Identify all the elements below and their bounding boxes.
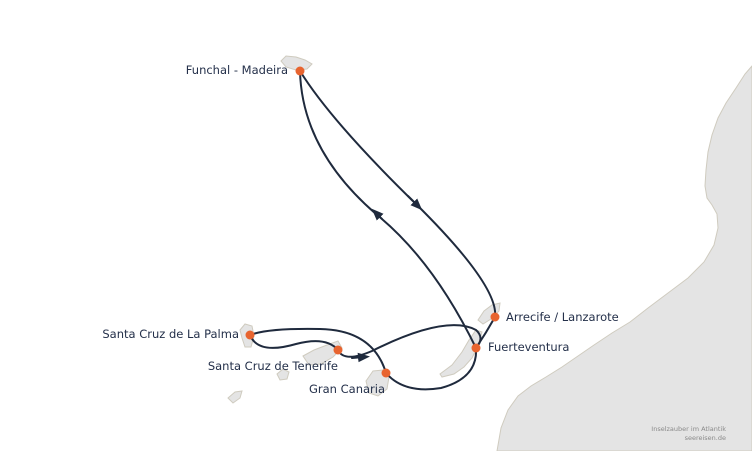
port-labels: Funchal - Madeira Arrecife / Lanzarote F… [102,63,618,396]
port-label-fuerteventura: Fuerteventura [488,340,569,354]
route-fuerteventura-grancanaria [385,347,478,391]
port-label-tenerife: Santa Cruz de Tenerife [208,359,338,373]
port-marker-arrecife[interactable] [490,312,500,322]
port-label-lapalma: Santa Cruz de La Palma [102,327,239,341]
island-el-hierro [227,390,243,404]
credit-title: Inselzauber im Atlantik [651,425,726,433]
port-label-funchal: Funchal - Madeira [186,63,288,77]
map-credit: Inselzauber im Atlantik seereisen.de [651,425,726,442]
island-la-gomera [276,368,290,381]
route-funchal-arrecife [299,70,416,204]
port-label-grancanaria: Gran Canaria [309,382,385,396]
route-lines [249,70,497,391]
route-fuerteventura-funchal [375,213,477,349]
route-arrow-south [407,195,423,211]
route-tenerife-fuerteventura [337,324,482,358]
island-madeira [280,55,313,71]
route-arrow-east [351,352,370,363]
credit-site: seereisen.de [685,434,726,442]
route-lapalma-tenerife [249,334,339,351]
port-label-arrecife: Arrecife / Lanzarote [506,310,619,324]
port-markers [245,66,500,378]
port-marker-grancanaria[interactable] [381,368,391,378]
port-marker-fuerteventura[interactable] [471,343,481,353]
route-funchal-return-end [299,70,377,215]
route-funchal-arrecife-end [414,202,497,318]
port-marker-tenerife[interactable] [333,345,343,355]
african-coast [496,65,752,451]
route-arrow-north [371,208,384,221]
route-grancanaria-lapalma [249,327,387,374]
port-marker-funchal[interactable] [295,66,305,76]
port-marker-lapalma[interactable] [245,330,255,340]
